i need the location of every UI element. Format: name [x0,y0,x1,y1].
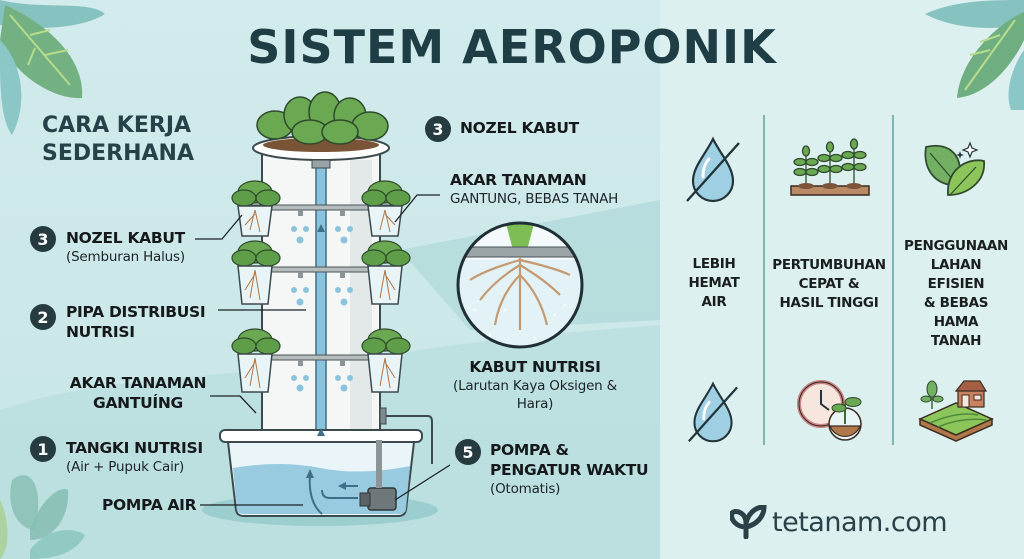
label-head: POMPA AIR [102,496,197,514]
label-head: NUTRISI [66,323,135,341]
label-head: PENGATUR WAKTU [490,461,649,479]
benefit-line: HEMAT [688,275,740,291]
column-divider [892,115,894,445]
label-sub: (Otomatis) [490,481,561,497]
section-subtitle: CARA KERJA SEDERHANA [42,112,194,168]
label-sub: (Larutan Kaya Oksigen & [453,378,617,394]
benefit-label-land: PENGGUNAAN LAHAN EFISIEN & BEBAS HAMA TA… [891,237,1021,351]
label-head: AKAR TANAMAN [450,171,587,189]
label-distribution-pipe: PIPA DISTRIBUSI NUTRISI [66,302,206,342]
benefit-line: AIR [701,294,727,310]
sprouts-row-icon [790,138,870,196]
label-head: GANTUÍNG [93,394,183,412]
benefit-label-water: LEBIH HEMAT AIR [649,255,779,312]
sprout-logo-icon [730,505,767,539]
label-head: NOZEL KABUT [460,119,579,137]
corner-leaves-icon [0,475,85,559]
benefit-line: PERTUMBUHAN [772,257,886,273]
subtitle-line: SEDERHANA [42,141,194,166]
brand-name: tetanam.com [772,506,948,538]
label-head: TANGKI NUTRISI [66,439,203,457]
benefit-line: HAMA [933,314,979,330]
label-nutrient-mist: KABUT NUTRISI (Larutan Kaya Oksigen & Ha… [430,357,640,413]
label-head: PIPA DISTRIBUSI [66,303,206,321]
page-title: SISTEM AEROPONIK [247,20,777,74]
leader-lines [195,194,451,506]
benefit-label-growth: PERTUMBUHAN CEPAT & HASIL TINGGI [764,256,894,313]
benefit-line: LAHAN [930,257,982,273]
label-nozzle-left: NOZEL KABUT (Semburan Halus) [66,228,185,266]
benefit-line: PENGGUNAAN [903,238,1009,254]
brand-logo: tetanam.com [730,505,948,539]
step-badge-1: 1 [30,436,56,462]
clock-seedling-icon [797,380,862,441]
label-sub: (Semburan Halus) [66,249,185,265]
label-sub: (Air + Pupuk Cair) [66,459,185,475]
label-head: AKAR TANAMAN [69,374,207,392]
label-head: NOZEL KABUT [66,229,185,247]
benefit-line: EFISIEN [927,276,985,292]
subtitle-line: CARA KERJA [42,113,192,138]
step-badge-2: 2 [30,304,56,330]
roots-closeup-illustration [456,221,584,349]
farm-land-icon [918,380,994,442]
benefit-line: HASIL TINGGI [779,295,879,311]
label-hanging-roots-left: AKAR TANAMAN GANTUÍNG [68,373,208,413]
label-head: KABUT NUTRISI [469,358,601,376]
benefit-line: TANAH [930,333,982,349]
label-nutrient-tank: TANGKI NUTRISI (Air + Pupuk Cair) [66,438,203,476]
benefit-line: & BEBAS [923,295,989,311]
benefit-line: CEPAT & [798,276,860,292]
corner-leaves-icon [0,0,105,135]
label-pump-timer: POMPA & PENGATUR WAKTU (Otomatis) [490,440,649,498]
corner-leaves-icon [925,0,1024,110]
step-badge-5: 5 [455,439,481,465]
step-badge-3: 3 [30,226,56,252]
benefit-line: LEBIH [692,256,736,272]
water-drop-crossed-icon [688,381,738,443]
label-sub: GANTUNG, BEBAS TANAH [450,191,619,207]
column-divider [763,115,765,445]
label-sub: Hara) [516,396,554,412]
water-drop-crossed-icon [686,136,740,203]
aeroponic-tower-illustration [202,91,438,526]
label-water-pump: POMPA AIR [102,495,197,515]
leaves-sparkle-icon [924,141,985,196]
label-nozzle-top: NOZEL KABUT [460,118,579,138]
label-hanging-roots-top: AKAR TANAMAN GANTUNG, BEBAS TANAH [450,170,618,208]
label-head: POMPA & [490,441,569,459]
step-badge-3: 3 [425,116,451,142]
